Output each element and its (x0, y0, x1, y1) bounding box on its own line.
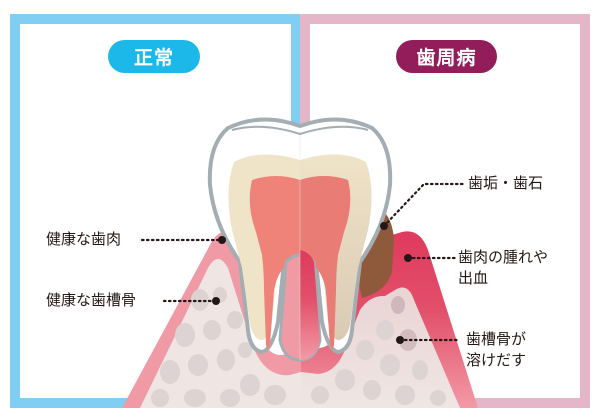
label-bone-melting: 歯槽骨が 溶けだす (466, 329, 526, 371)
normal-badge: 正常 (108, 40, 200, 73)
label-gum-swelling-line1: 歯肉の腫れや (458, 248, 549, 266)
periodontal-disease-badge: 歯周病 (396, 40, 497, 73)
label-bone-melting-line2: 溶けだす (466, 351, 527, 369)
label-gum-swelling-line2: 出血 (458, 269, 489, 287)
label-gum-swelling: 歯肉の腫れや 出血 (458, 247, 548, 289)
leader-lines (140, 182, 466, 344)
tooth (207, 117, 393, 362)
label-healthy-gum: 健康な歯肉 (46, 230, 122, 248)
label-healthy-bone: 健康な歯槽骨 (46, 291, 137, 309)
label-plaque-tartar: 歯垢・歯石 (468, 174, 544, 192)
diseased-gum-bone (301, 231, 478, 408)
bone-cells-right (311, 296, 446, 406)
label-bone-melting-line1: 歯槽骨が (466, 330, 527, 348)
